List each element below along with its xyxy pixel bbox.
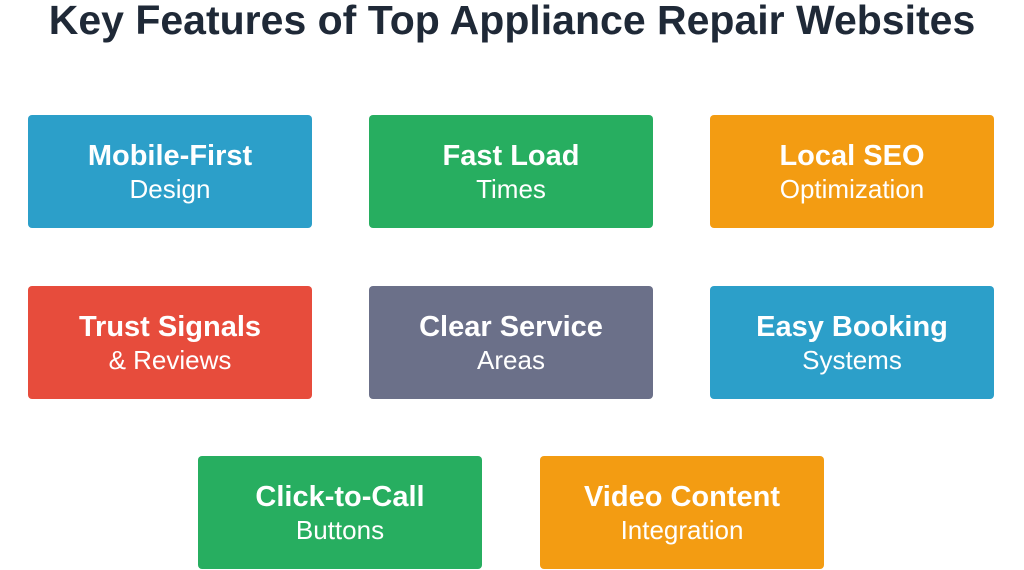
feature-card-click-to-call: Click-to-Call Buttons [198, 456, 482, 569]
feature-card-title: Click-to-Call [255, 480, 425, 513]
feature-card-title: Trust Signals [78, 310, 262, 343]
feature-card-subtitle: Optimization [779, 173, 925, 204]
feature-card-title: Easy Booking [756, 310, 948, 343]
feature-card-title: Fast Load [442, 139, 580, 172]
feature-card-easy-booking: Easy Booking Systems [710, 286, 994, 399]
feature-card-subtitle: Systems [802, 344, 902, 375]
feature-card-subtitle: Areas [477, 344, 545, 375]
feature-card-title: Clear Service [419, 310, 603, 343]
feature-card-mobile-first: Mobile-First Design [28, 115, 312, 228]
feature-card-subtitle: & Reviews [108, 344, 232, 375]
feature-card-local-seo: Local SEO Optimization [710, 115, 994, 228]
feature-card-clear-service: Clear Service Areas [369, 286, 653, 399]
feature-card-title: Video Content [583, 480, 781, 513]
feature-card-trust-signals: Trust Signals & Reviews [28, 286, 312, 399]
feature-card-subtitle: Buttons [295, 514, 385, 545]
feature-card-title: Local SEO [779, 139, 925, 172]
feature-card-subtitle: Design [129, 173, 211, 204]
feature-card-subtitle: Times [476, 173, 546, 204]
feature-card-subtitle: Integration [620, 514, 744, 545]
feature-card-title: Mobile-First [87, 139, 253, 172]
diagram-title: Key Features of Top Appliance Repair Web… [48, 0, 976, 43]
feature-card-fast-load: Fast Load Times [369, 115, 653, 228]
feature-card-video-content: Video Content Integration [540, 456, 824, 569]
